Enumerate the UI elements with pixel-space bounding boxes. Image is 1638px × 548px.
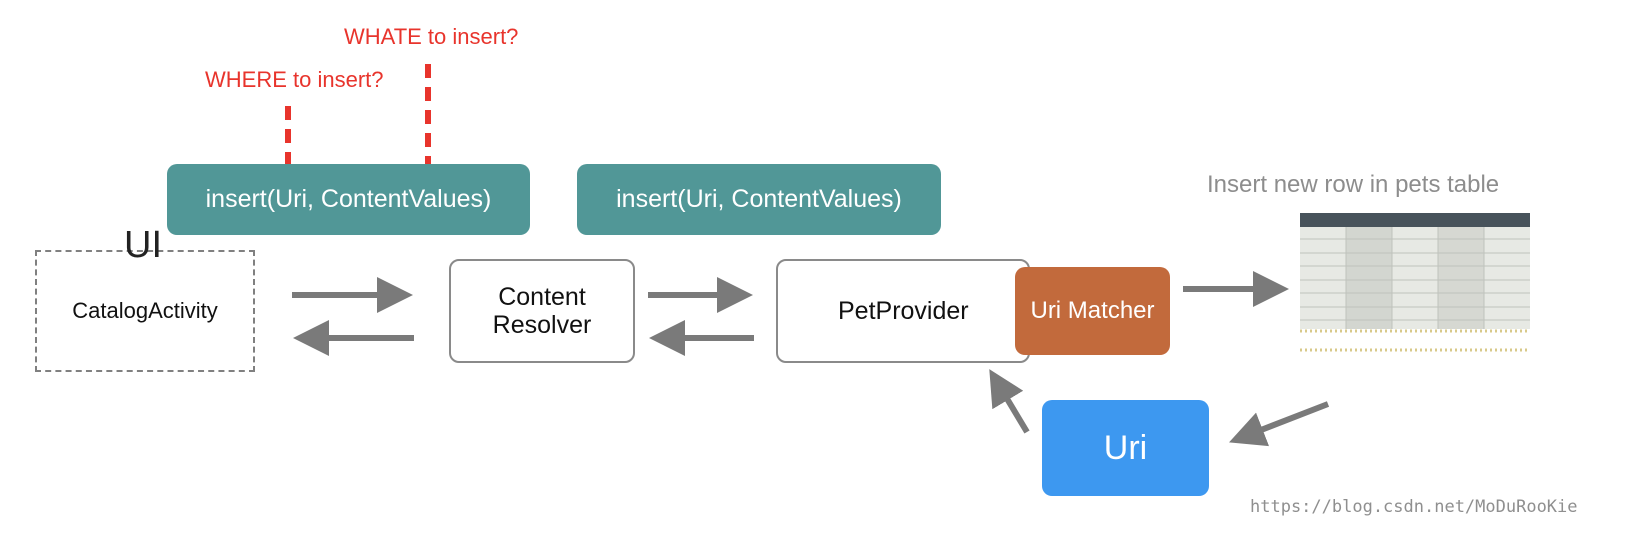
content-resolver-label-line2: Resolver: [492, 311, 592, 339]
uri-label: Uri: [1103, 428, 1148, 467]
provider-insert-method: insert(Uri, ContentValues): [577, 164, 941, 235]
uri-box: Uri: [1042, 400, 1209, 496]
arrow-table-to-uri: [1229, 401, 1330, 447]
pet-provider-box: PetProvider: [776, 259, 1030, 363]
annotation-where: WHERE to insert?: [205, 67, 384, 92]
table-caption: Insert new row in pets table: [1207, 171, 1500, 198]
ui-component-box: [35, 250, 255, 372]
watermark: https://blog.csdn.net/MoDuRooKie: [1250, 497, 1578, 517]
uri-matcher-label: Uri Matcher: [1030, 297, 1155, 324]
arrow-uri-to-provider: [989, 369, 1030, 434]
ui-label: UI: [124, 224, 162, 266]
pets-table-image: [1300, 213, 1530, 352]
catalog-activity-label: CatalogActivity: [72, 298, 218, 323]
content-resolver-label-line1: Content: [498, 283, 586, 311]
content-resolver-box: Content Resolver: [449, 259, 635, 363]
resolver-insert-method: insert(Uri, ContentValues): [167, 164, 530, 235]
uri-matcher-box: Uri Matcher: [1015, 267, 1170, 355]
resolver-insert-label: insert(Uri, ContentValues): [205, 185, 492, 213]
provider-insert-label: insert(Uri, ContentValues): [616, 185, 902, 213]
pet-provider-label: PetProvider: [838, 297, 969, 325]
annotation-what: WHATE to insert?: [344, 24, 519, 49]
